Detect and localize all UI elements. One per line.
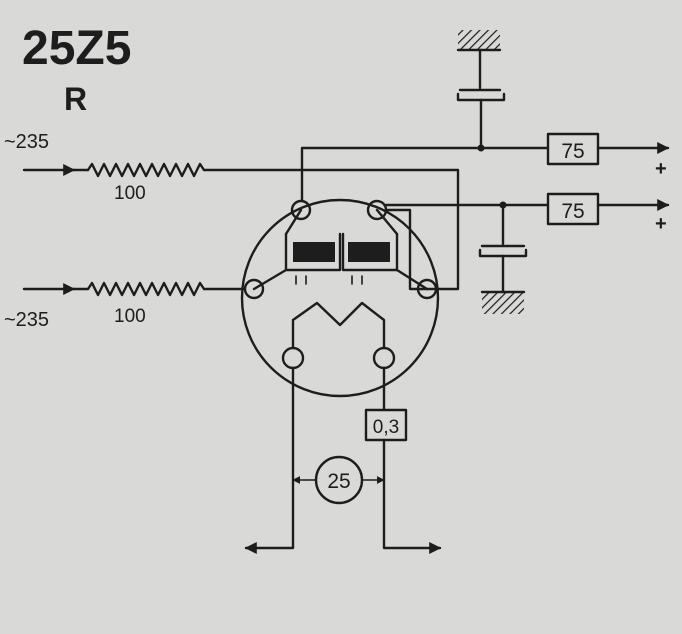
capacitor-bottom xyxy=(478,201,528,314)
input-2-resistor-label: 100 xyxy=(114,306,146,327)
input-2: ~235 100 xyxy=(4,281,247,331)
input-2-voltage-label: ~235 xyxy=(4,309,49,331)
cathode-sleeve-2 xyxy=(341,232,399,272)
heater-wire-2-lower xyxy=(382,438,442,554)
pin-heater-2 xyxy=(372,346,396,370)
ballast-resistor-box xyxy=(364,408,408,442)
ground-bottom-hatch xyxy=(482,292,524,314)
input-1-resistor-label: 100 xyxy=(114,183,146,204)
tube-envelope xyxy=(240,198,440,398)
junction-top xyxy=(477,144,485,152)
anode-plate-1 xyxy=(293,242,335,262)
pilot-lamp-label: 25 xyxy=(327,470,350,493)
heater-circuit: 0,3 25 xyxy=(244,366,442,554)
output-1: 75 + xyxy=(546,132,670,180)
output-1-bus xyxy=(300,146,550,172)
output-2-resistor-label: 75 xyxy=(561,200,584,223)
capacitor-top xyxy=(456,30,506,152)
ground-top-hatch xyxy=(458,30,500,50)
input-1-wire xyxy=(202,168,304,203)
output-2-polarity: + xyxy=(655,213,667,235)
cathode-tabs xyxy=(295,275,363,285)
ballast-resistor-label: 0,3 xyxy=(373,417,399,438)
output-1-polarity: + xyxy=(655,158,667,180)
input-2-resistor xyxy=(86,281,206,297)
cathode-link-wire xyxy=(384,208,438,291)
output-2: 75 + xyxy=(546,192,670,235)
input-1-resistor xyxy=(86,162,206,178)
anode-plate-2 xyxy=(348,242,390,262)
electrode-leads xyxy=(252,208,429,291)
heater-filament xyxy=(291,301,386,350)
pin-heater-1 xyxy=(281,346,305,370)
heater-wire-1 xyxy=(244,366,295,554)
cathode-2-feed-wire xyxy=(300,168,460,291)
cathode-sleeve-1 xyxy=(284,232,342,272)
output-2-resistor-box xyxy=(546,192,600,226)
input-1-voltage-label: ~235 xyxy=(4,131,49,153)
input-1: ~235 100 xyxy=(4,131,304,204)
output-1-resistor-label: 75 xyxy=(561,140,584,163)
tube-variant-label: R xyxy=(64,81,87,117)
tube-electrodes xyxy=(252,208,429,350)
tube-type-label: 25Z5 xyxy=(22,22,131,75)
pilot-lamp xyxy=(314,455,364,505)
